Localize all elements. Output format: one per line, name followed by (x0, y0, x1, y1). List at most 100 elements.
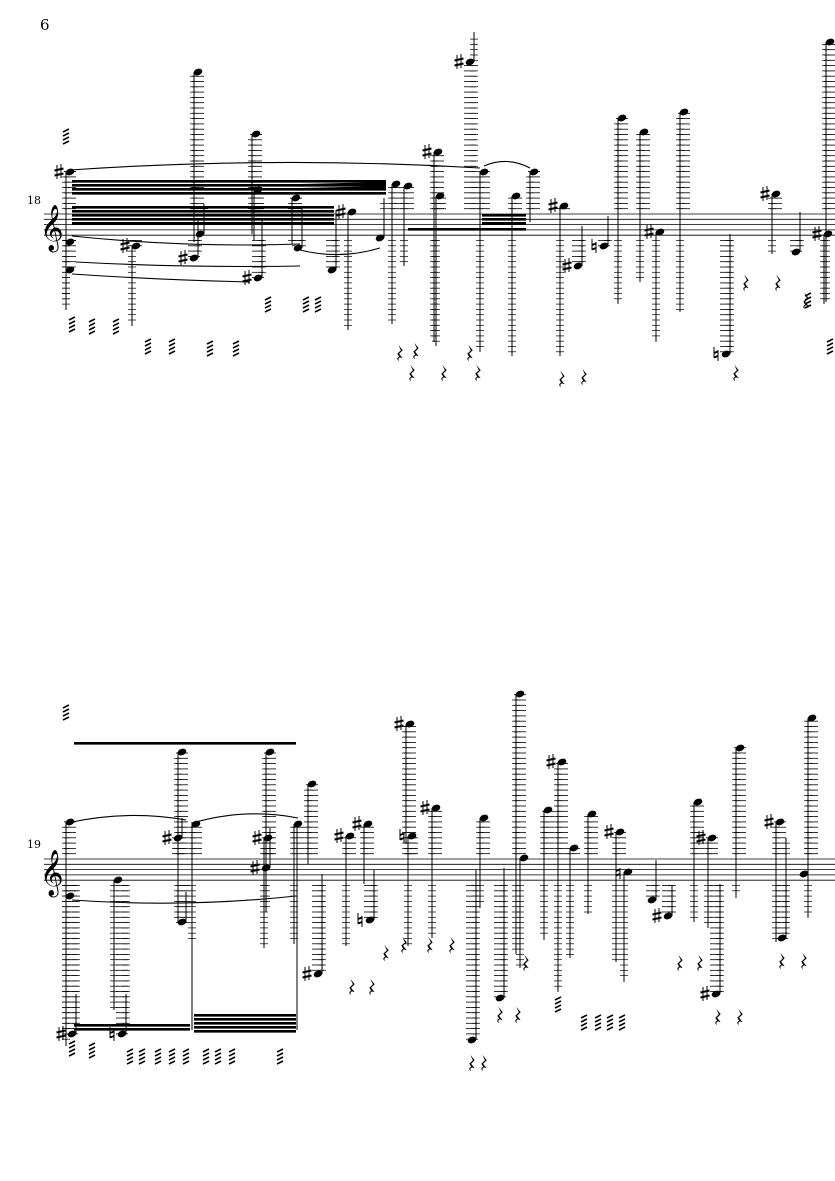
slur (483, 160, 531, 169)
note (421, 143, 444, 342)
quarter-rest-icon (449, 936, 455, 953)
treble-clef-icon: 𝄞 (40, 850, 64, 898)
notehead (807, 714, 817, 722)
notehead (559, 202, 569, 210)
sharp-icon (759, 185, 771, 202)
notehead (193, 68, 203, 76)
quarter-rest-icon (383, 944, 389, 961)
tremolo-icon (594, 1014, 602, 1031)
page-number: 6 (40, 16, 50, 34)
notehead (347, 208, 357, 216)
quarter-rest-icon (737, 1008, 743, 1025)
notehead (663, 912, 673, 920)
notehead (711, 990, 721, 998)
tremolo-icon (276, 1048, 284, 1065)
quarter-rest-icon (801, 952, 807, 969)
measure-number-19: 19 (27, 838, 41, 851)
beam (300, 182, 386, 187)
note (547, 197, 570, 356)
note (301, 874, 326, 982)
note (776, 838, 790, 942)
slur (299, 247, 381, 256)
note (195, 204, 208, 238)
notehead (391, 180, 401, 188)
notehead (647, 896, 657, 904)
quarter-rest-icon (413, 342, 419, 359)
note (119, 237, 142, 326)
tremolo-icon (62, 704, 70, 721)
notehead (467, 1036, 477, 1044)
beam (194, 1018, 296, 1021)
slur (71, 235, 301, 246)
notehead (791, 248, 801, 256)
sharp-icon (393, 715, 405, 732)
beam (72, 206, 334, 209)
note (304, 780, 318, 864)
beam (72, 210, 334, 213)
notehead (823, 230, 833, 238)
note (516, 854, 529, 968)
beam (194, 1022, 296, 1025)
beam (194, 1030, 296, 1033)
notehead (65, 818, 75, 826)
sharp-icon (545, 753, 557, 770)
slur (71, 273, 251, 283)
note (540, 806, 554, 940)
quarter-rest-icon (467, 344, 473, 361)
treble-clef-icon: 𝄞 (40, 205, 64, 253)
tremolo-icon (206, 340, 214, 357)
notehead (407, 832, 417, 840)
beam (72, 214, 334, 217)
notehead (721, 350, 731, 358)
note (759, 185, 782, 254)
slur (71, 895, 297, 904)
sharp-icon (547, 197, 559, 214)
sharp-icon (453, 53, 465, 70)
sharp-icon (603, 823, 615, 840)
quarter-rest-icon (397, 344, 403, 361)
quarter-rest-icon (733, 364, 739, 381)
note (676, 108, 690, 312)
tremolo-icon (88, 1042, 96, 1059)
tremolo-icon (314, 296, 322, 313)
quarter-rest-icon (677, 954, 683, 971)
notehead (265, 748, 275, 756)
note (432, 192, 446, 346)
quarter-rest-icon (481, 1054, 487, 1071)
quarter-rest-icon (409, 364, 415, 381)
tremolo-icon (228, 1048, 236, 1065)
note (804, 714, 818, 918)
notehead (557, 758, 567, 766)
note (591, 216, 612, 254)
sharp-icon (651, 907, 663, 924)
beam (194, 1014, 296, 1017)
note (333, 827, 356, 946)
notehead (435, 192, 445, 200)
notehead (405, 720, 415, 728)
note (351, 815, 374, 884)
sharp-icon (561, 257, 573, 274)
tremolo-icon (580, 1014, 588, 1031)
notehead (403, 182, 413, 190)
note (62, 885, 76, 1046)
note (241, 218, 266, 286)
note (419, 799, 442, 938)
note (62, 240, 76, 310)
tremolo-icon (62, 128, 70, 145)
notehead (693, 798, 703, 806)
quarter-rest-icon (523, 954, 529, 971)
notehead (679, 108, 689, 116)
tremolo-icon (202, 1048, 210, 1065)
sharp-icon (421, 143, 433, 160)
notehead (261, 864, 271, 872)
notehead (543, 806, 553, 814)
notehead (291, 194, 301, 202)
tremolo-icon (264, 296, 272, 313)
tremolo-icon (168, 338, 176, 355)
note (713, 234, 734, 362)
notehead (771, 190, 781, 198)
note (636, 128, 650, 282)
tremolo-icon (126, 1048, 134, 1065)
